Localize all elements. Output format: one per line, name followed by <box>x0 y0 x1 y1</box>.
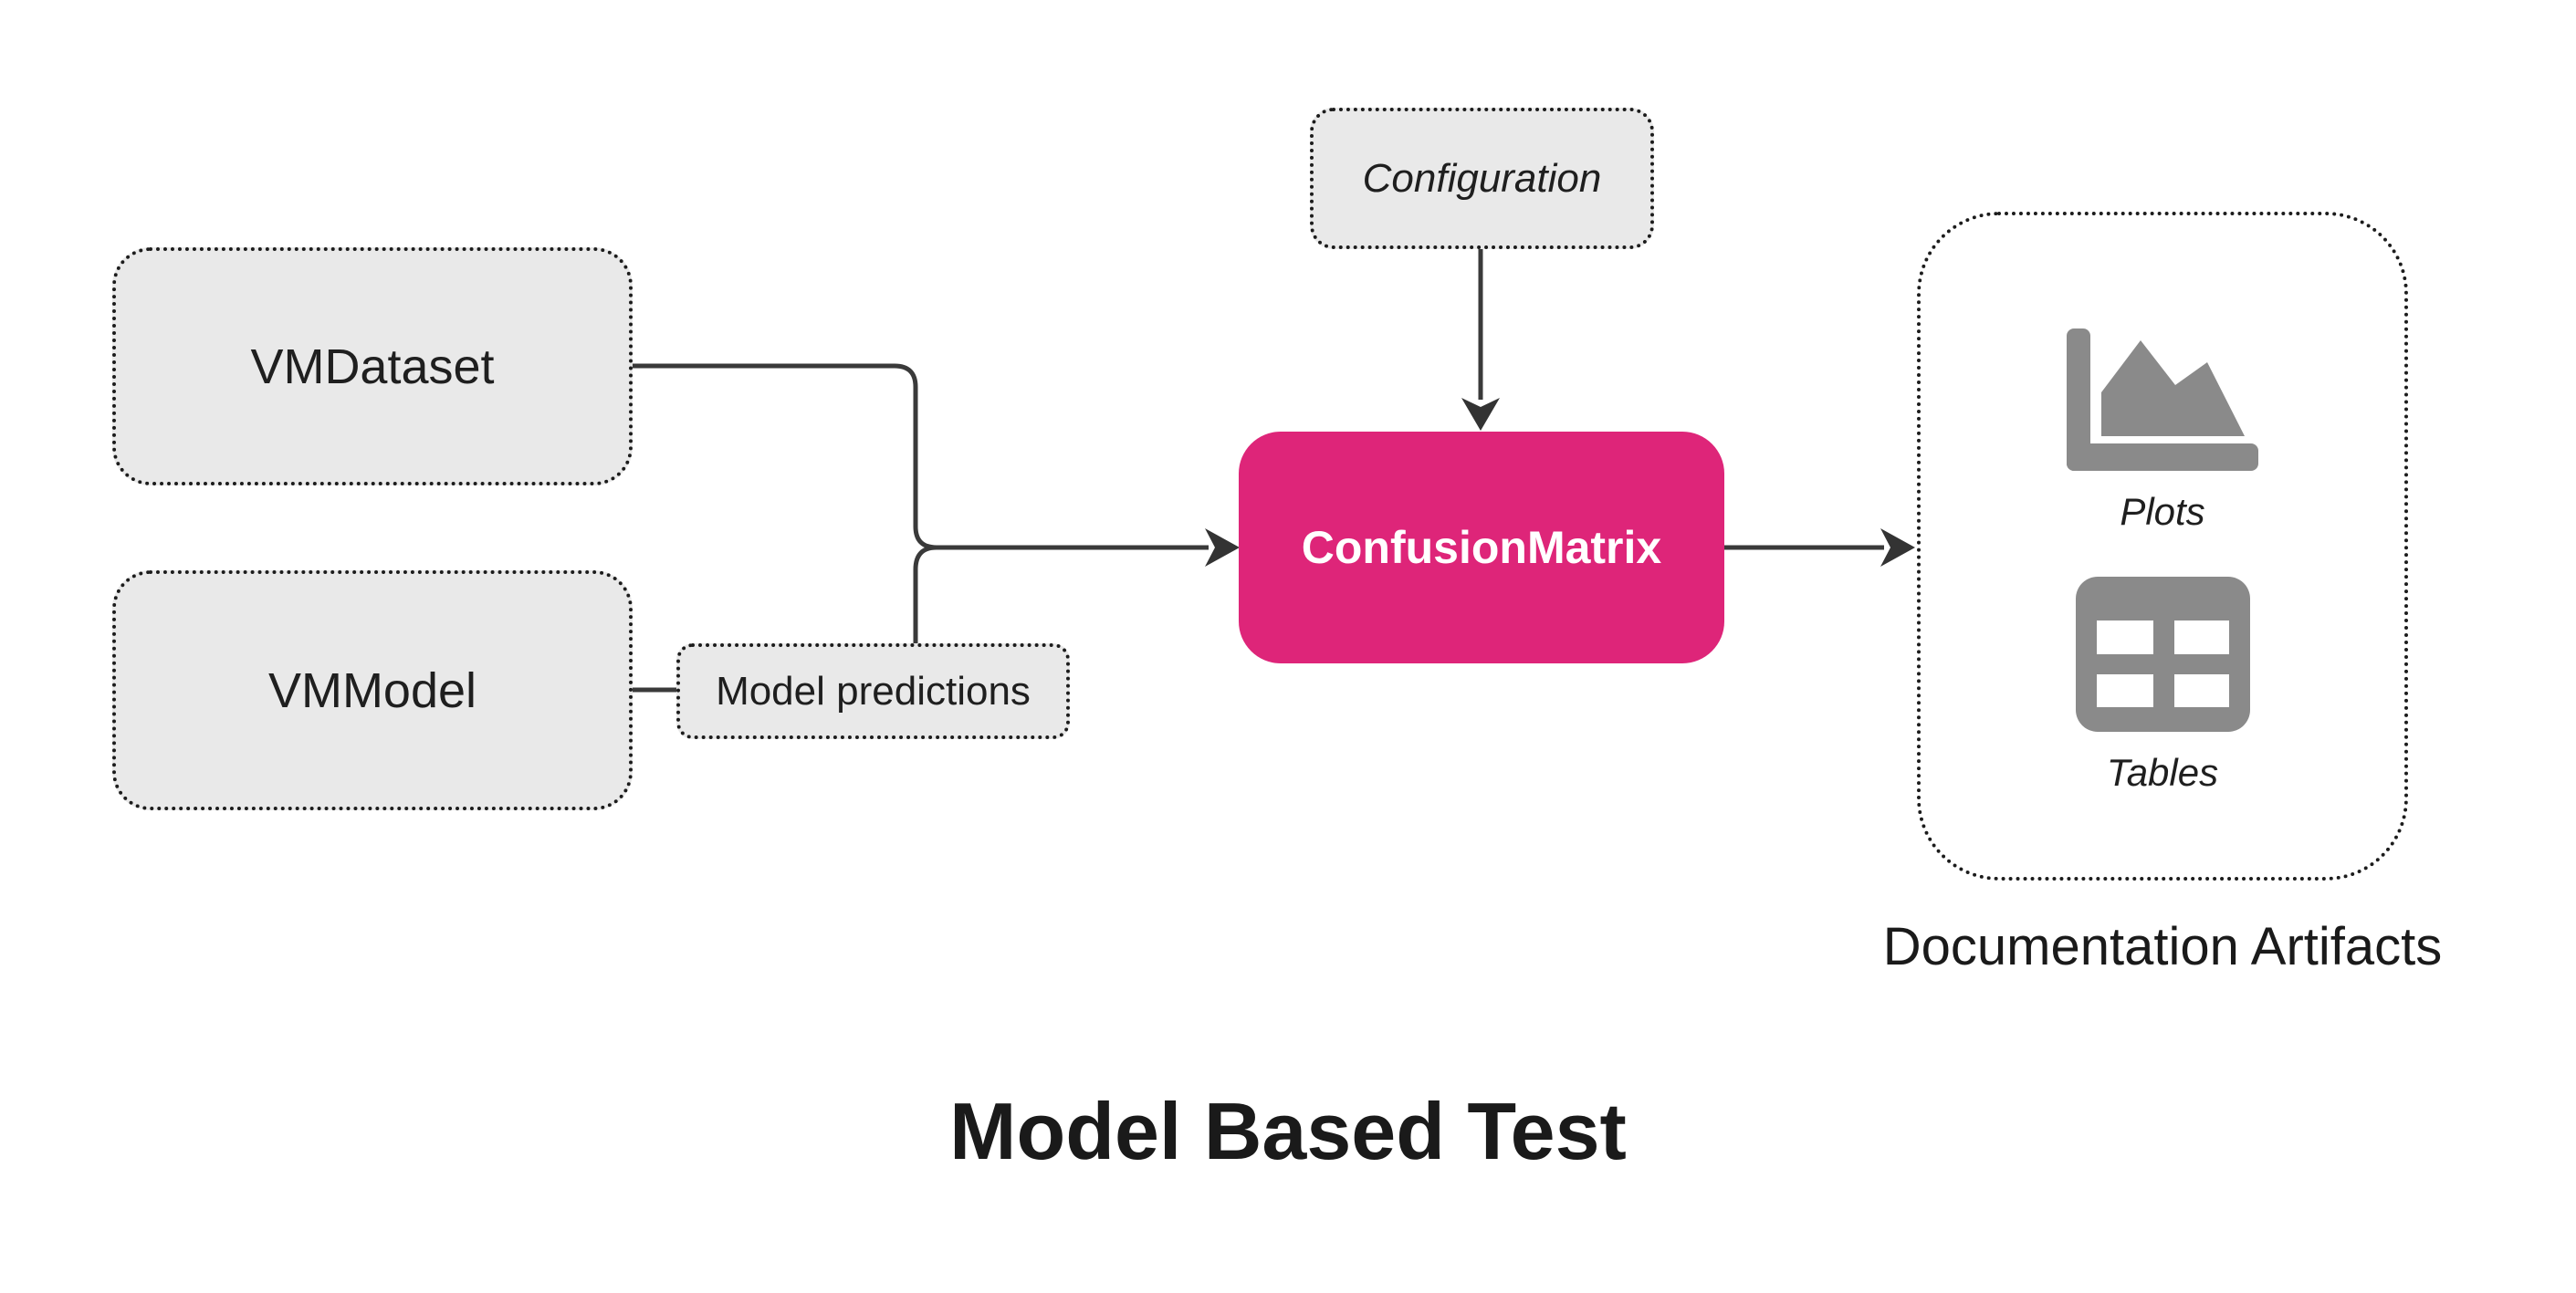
arrowhead-into-confusionmatrix <box>1205 528 1240 567</box>
node-configuration-label: Configuration <box>1362 155 1602 201</box>
tables-grid-icon <box>2075 577 2250 733</box>
artifact-tables: Tables <box>2075 577 2250 795</box>
arrowhead-into-artifacts <box>1880 528 1915 567</box>
node-confusionmatrix-label: ConfusionMatrix <box>1301 522 1662 573</box>
edge-vmdataset-to-junction <box>633 363 937 550</box>
edge-predictions-to-junction <box>913 545 937 643</box>
node-configuration: Configuration <box>1310 108 1654 249</box>
tables-label: Tables <box>2106 751 2219 795</box>
diagram-title: Model Based Test <box>949 1086 1627 1176</box>
arrowhead-into-confusionmatrix-top <box>1461 398 1500 431</box>
node-vmdataset: VMDataset <box>112 247 633 485</box>
documentation-artifacts-caption: Documentation Artifacts <box>1882 917 2443 976</box>
node-confusionmatrix: ConfusionMatrix <box>1239 432 1724 663</box>
node-model-predictions-label: Model predictions <box>716 668 1031 714</box>
artifact-plots: Plots <box>2067 328 2258 533</box>
plots-label: Plots <box>2120 490 2205 533</box>
node-vmmodel: VMModel <box>112 570 633 810</box>
node-vmmodel-label: VMModel <box>267 662 477 718</box>
node-vmdataset-label: VMDataset <box>250 339 495 394</box>
documentation-artifacts-group: Plots Tables <box>1917 212 2408 881</box>
node-model-predictions: Model predictions <box>676 643 1070 739</box>
plots-chart-icon <box>2067 328 2258 471</box>
